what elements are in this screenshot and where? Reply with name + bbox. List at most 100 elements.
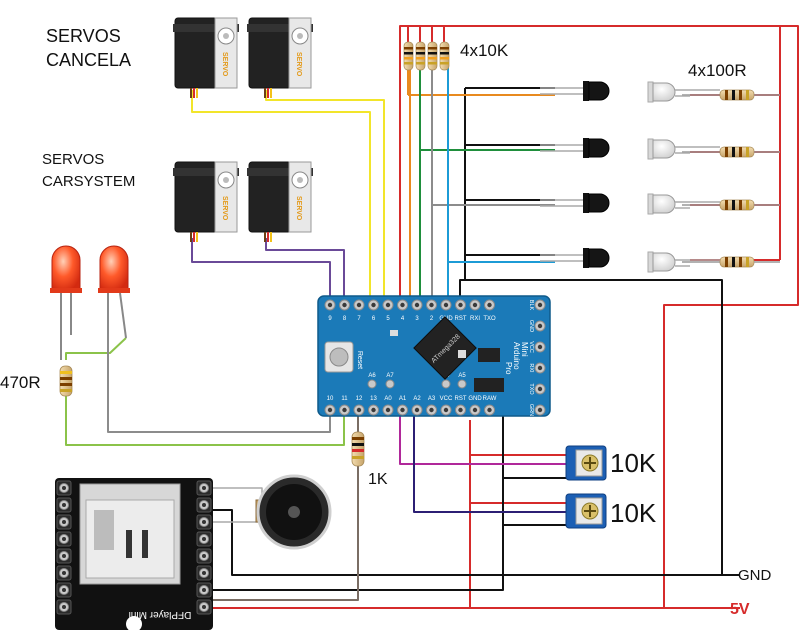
dfplayer-pin xyxy=(196,565,212,581)
pin-bottom-a0: A0 xyxy=(382,396,394,416)
wire-ir-blue xyxy=(444,67,449,300)
ir-emitter-3 xyxy=(647,193,720,215)
wire-ir-orange xyxy=(408,67,411,300)
red-led-1 xyxy=(50,245,82,360)
pin-top-7: 7 xyxy=(353,299,365,322)
dfplayer-pin xyxy=(196,582,212,598)
red-leds xyxy=(50,245,130,397)
pin-side-grn: GRN xyxy=(528,404,546,416)
dfplayer-pin xyxy=(196,548,212,564)
arduino-pro-mini: 98765432GNDRSTRXITXO 10111213A0A1A2A3VCC… xyxy=(317,295,551,417)
label-470r: 470R xyxy=(0,373,41,392)
wire-led-2 xyxy=(107,300,331,433)
reset-label: Reset xyxy=(356,351,363,369)
pin-bottom-a3: A3 xyxy=(426,396,437,416)
svg-text:VCC: VCC xyxy=(440,396,453,402)
dfplayer-pin xyxy=(196,497,212,513)
servo-brand: SERVO xyxy=(295,52,302,77)
pin-bottom-13: 13 xyxy=(368,396,379,416)
ir-emitter-4 xyxy=(647,251,720,273)
ir-receiver-3 xyxy=(540,193,610,213)
dfplayer-pin xyxy=(196,599,212,615)
labels: SERVOS CANCELA SERVOS CARSYSTEM 4x10K 4x… xyxy=(0,26,772,618)
pin-bottom-10: 10 xyxy=(324,396,336,416)
svg-text:13: 13 xyxy=(370,396,377,402)
dfplayer-label: DFPlayer Mini xyxy=(129,609,192,620)
svg-text:11: 11 xyxy=(341,396,348,402)
dfplayer-pin xyxy=(196,531,212,547)
label-servos-carsystem-1: SERVOS xyxy=(42,151,104,168)
label-4x10k: 4x10K xyxy=(460,41,509,60)
svg-text:BLK: BLK xyxy=(528,300,534,311)
svg-text:Mini: Mini xyxy=(520,342,529,357)
svg-text:A0: A0 xyxy=(384,396,392,402)
speaker xyxy=(255,474,332,550)
resistor-100r-3 xyxy=(682,199,780,211)
svg-text:TXO: TXO xyxy=(528,383,534,395)
svg-text:RST: RST xyxy=(455,396,467,402)
pin-top-2: 2 xyxy=(426,299,437,322)
svg-text:A5: A5 xyxy=(458,373,466,379)
svg-text:RXI: RXI xyxy=(528,363,534,373)
pin-side-txo: TXO xyxy=(528,383,546,395)
resistor-470r xyxy=(59,365,73,397)
svg-text:RST: RST xyxy=(455,316,467,322)
potentiometer-1[interactable] xyxy=(565,445,607,481)
reset-button[interactable] xyxy=(324,341,354,373)
potentiometer-2[interactable] xyxy=(565,493,607,529)
resistor-10k-1 xyxy=(403,41,414,71)
pin-side-rxi: RXI xyxy=(528,362,546,374)
svg-text:A3: A3 xyxy=(428,396,436,402)
dfplayer-pin xyxy=(196,514,212,530)
servo-carsystem-1: SERVO xyxy=(173,161,239,242)
resistor-100r-4 xyxy=(682,256,780,268)
svg-text:GRN: GRN xyxy=(528,404,534,416)
pin-top-rxi: RXI xyxy=(469,299,481,322)
pin-top-6: 6 xyxy=(368,299,379,322)
dfplayer-pin xyxy=(56,531,72,547)
ir-receiver-2 xyxy=(540,138,610,158)
board-name: Arduino Pro Mini xyxy=(504,342,529,375)
label-1k: 1K xyxy=(368,471,388,488)
pin-top-8: 8 xyxy=(339,299,350,322)
svg-text:9: 9 xyxy=(328,316,332,322)
label-servos-cancela-1: SERVOS xyxy=(46,26,121,46)
resistor-100r-1 xyxy=(682,89,780,101)
svg-text:A1: A1 xyxy=(399,396,407,402)
pin-side-blk: BLK xyxy=(528,299,546,311)
ir-receiver-1 xyxy=(540,81,610,101)
servo-cancela-1: SERVO xyxy=(173,17,239,98)
svg-text:Arduino: Arduino xyxy=(512,342,521,370)
dfplayer-pin xyxy=(56,565,72,581)
pin-top-txo: TXO xyxy=(483,299,496,322)
dfplayer-pin xyxy=(56,497,72,513)
atmega-chip: ATmega328 xyxy=(413,316,477,380)
wire-servo-carsystem xyxy=(191,238,345,300)
pin-side-gnd: GND xyxy=(528,320,546,332)
wire-led-1 xyxy=(65,393,345,446)
svg-text:2: 2 xyxy=(430,316,434,322)
resistor-10k-2 xyxy=(415,41,426,71)
servo-brand: SERVO xyxy=(221,196,228,221)
svg-text:Pro: Pro xyxy=(504,362,513,375)
svg-text:12: 12 xyxy=(356,396,363,402)
dfplayer-pin xyxy=(56,548,72,564)
ir-emitter-2 xyxy=(647,138,720,160)
dfplayer-pin xyxy=(56,582,72,598)
pin-top-3: 3 xyxy=(411,299,423,322)
label-gnd: GND xyxy=(738,567,772,584)
pin-bottom-rst: RST xyxy=(455,396,467,416)
svg-text:10: 10 xyxy=(327,396,334,402)
label-5v: 5V xyxy=(730,601,750,618)
pin-bottom-12: 12 xyxy=(353,396,365,416)
servo-brand: SERVO xyxy=(295,196,302,221)
svg-text:RAW: RAW xyxy=(483,396,497,402)
svg-text:5: 5 xyxy=(386,316,390,322)
svg-text:4: 4 xyxy=(401,316,405,322)
pin-top-9: 9 xyxy=(324,299,336,322)
svg-text:A7: A7 xyxy=(386,373,394,379)
svg-text:TXO: TXO xyxy=(483,316,496,322)
pin-bottom-a2: A2 xyxy=(411,396,423,416)
dfplayer-pin xyxy=(196,480,212,496)
